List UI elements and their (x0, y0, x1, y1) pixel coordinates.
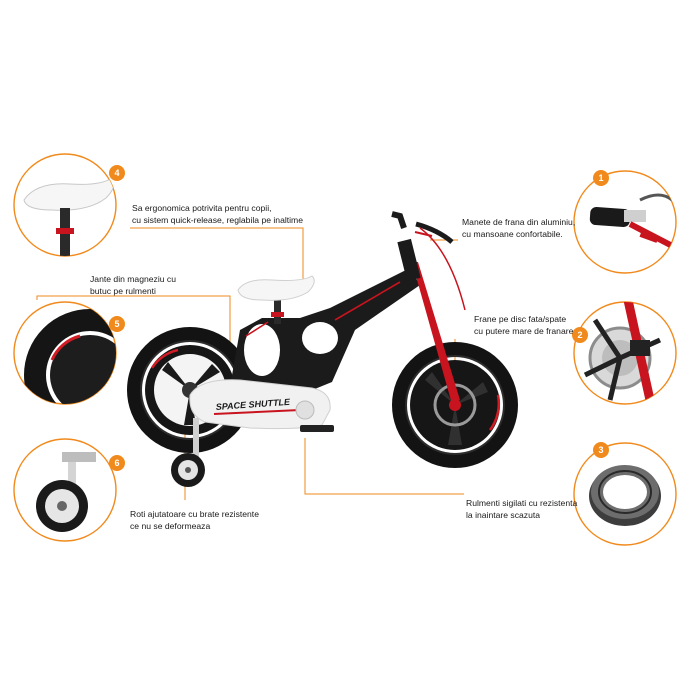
training-wheel (171, 418, 205, 487)
callout-2: Frane pe disc fata/spate cu putere mare … (474, 314, 573, 337)
callout-6-line1: Roti ajutatoare cu brate rezistente (130, 509, 259, 519)
detail-rim (13, 301, 117, 405)
callout-6-line2: ce nu se deformeaza (130, 520, 211, 531)
badge-6-number: 6 (114, 458, 119, 468)
front-wheel (392, 342, 518, 468)
chain-guard: SPACE SHUTTLE (189, 379, 334, 432)
bike: SPACE SHUTTLE (127, 211, 518, 487)
callout-3-line2: la inaintare scazuta (466, 509, 541, 520)
callout-4-line1: Sa ergonomica potrivita pentru copii, (132, 203, 272, 213)
badge-5-number: 5 (114, 319, 119, 329)
callout-4-line2: cu sistem quick-release, reglabila pe in… (132, 214, 303, 225)
callout-4: Sa ergonomica potrivita pentru copii, cu… (132, 203, 303, 226)
bike-frame (228, 268, 420, 398)
badge-1-number: 1 (598, 173, 603, 183)
callout-3-line1: Rulmenti sigilati cu rezistenta (466, 498, 578, 508)
callout-2-line1: Frane pe disc fata/spate (474, 314, 567, 324)
seat (237, 275, 315, 324)
callout-1-line2: cu mansoane confortabile. (462, 228, 563, 239)
callout-6: Roti ajutatoare cu brate rezistente ce n… (130, 509, 259, 532)
detail-training-wheel (13, 438, 117, 542)
badge-4: 4 (109, 165, 125, 181)
badge-6: 6 (109, 455, 125, 471)
fork-and-handlebar (391, 211, 466, 404)
callout-3: Rulmenti sigilati cu rezistenta la inain… (466, 498, 577, 521)
badge-3-number: 3 (598, 445, 603, 455)
callout-5-line1: Jante din magneziu cu (90, 274, 176, 284)
detail-bearing (573, 442, 677, 546)
callout-1-line1: Manete de frana din aluminiu, (462, 217, 576, 227)
badge-2: 2 (572, 327, 588, 343)
badge-4-number: 4 (114, 168, 119, 178)
badge-1: 1 (593, 170, 609, 186)
callout-2-line2: cu putere mare de franare (474, 325, 574, 336)
detail-brake-lever (573, 170, 677, 274)
badge-2-number: 2 (577, 330, 582, 340)
callout-5-line2: butuc pe rulmenti (90, 285, 156, 296)
detail-disc-brake (573, 301, 677, 405)
callout-5: Jante din magneziu cu butuc pe rulmenti (90, 274, 176, 297)
badge-5: 5 (109, 316, 125, 332)
badge-3: 3 (593, 442, 609, 458)
detail-seat (13, 153, 117, 257)
callout-1: Manete de frana din aluminiu, cu mansoan… (462, 217, 575, 240)
